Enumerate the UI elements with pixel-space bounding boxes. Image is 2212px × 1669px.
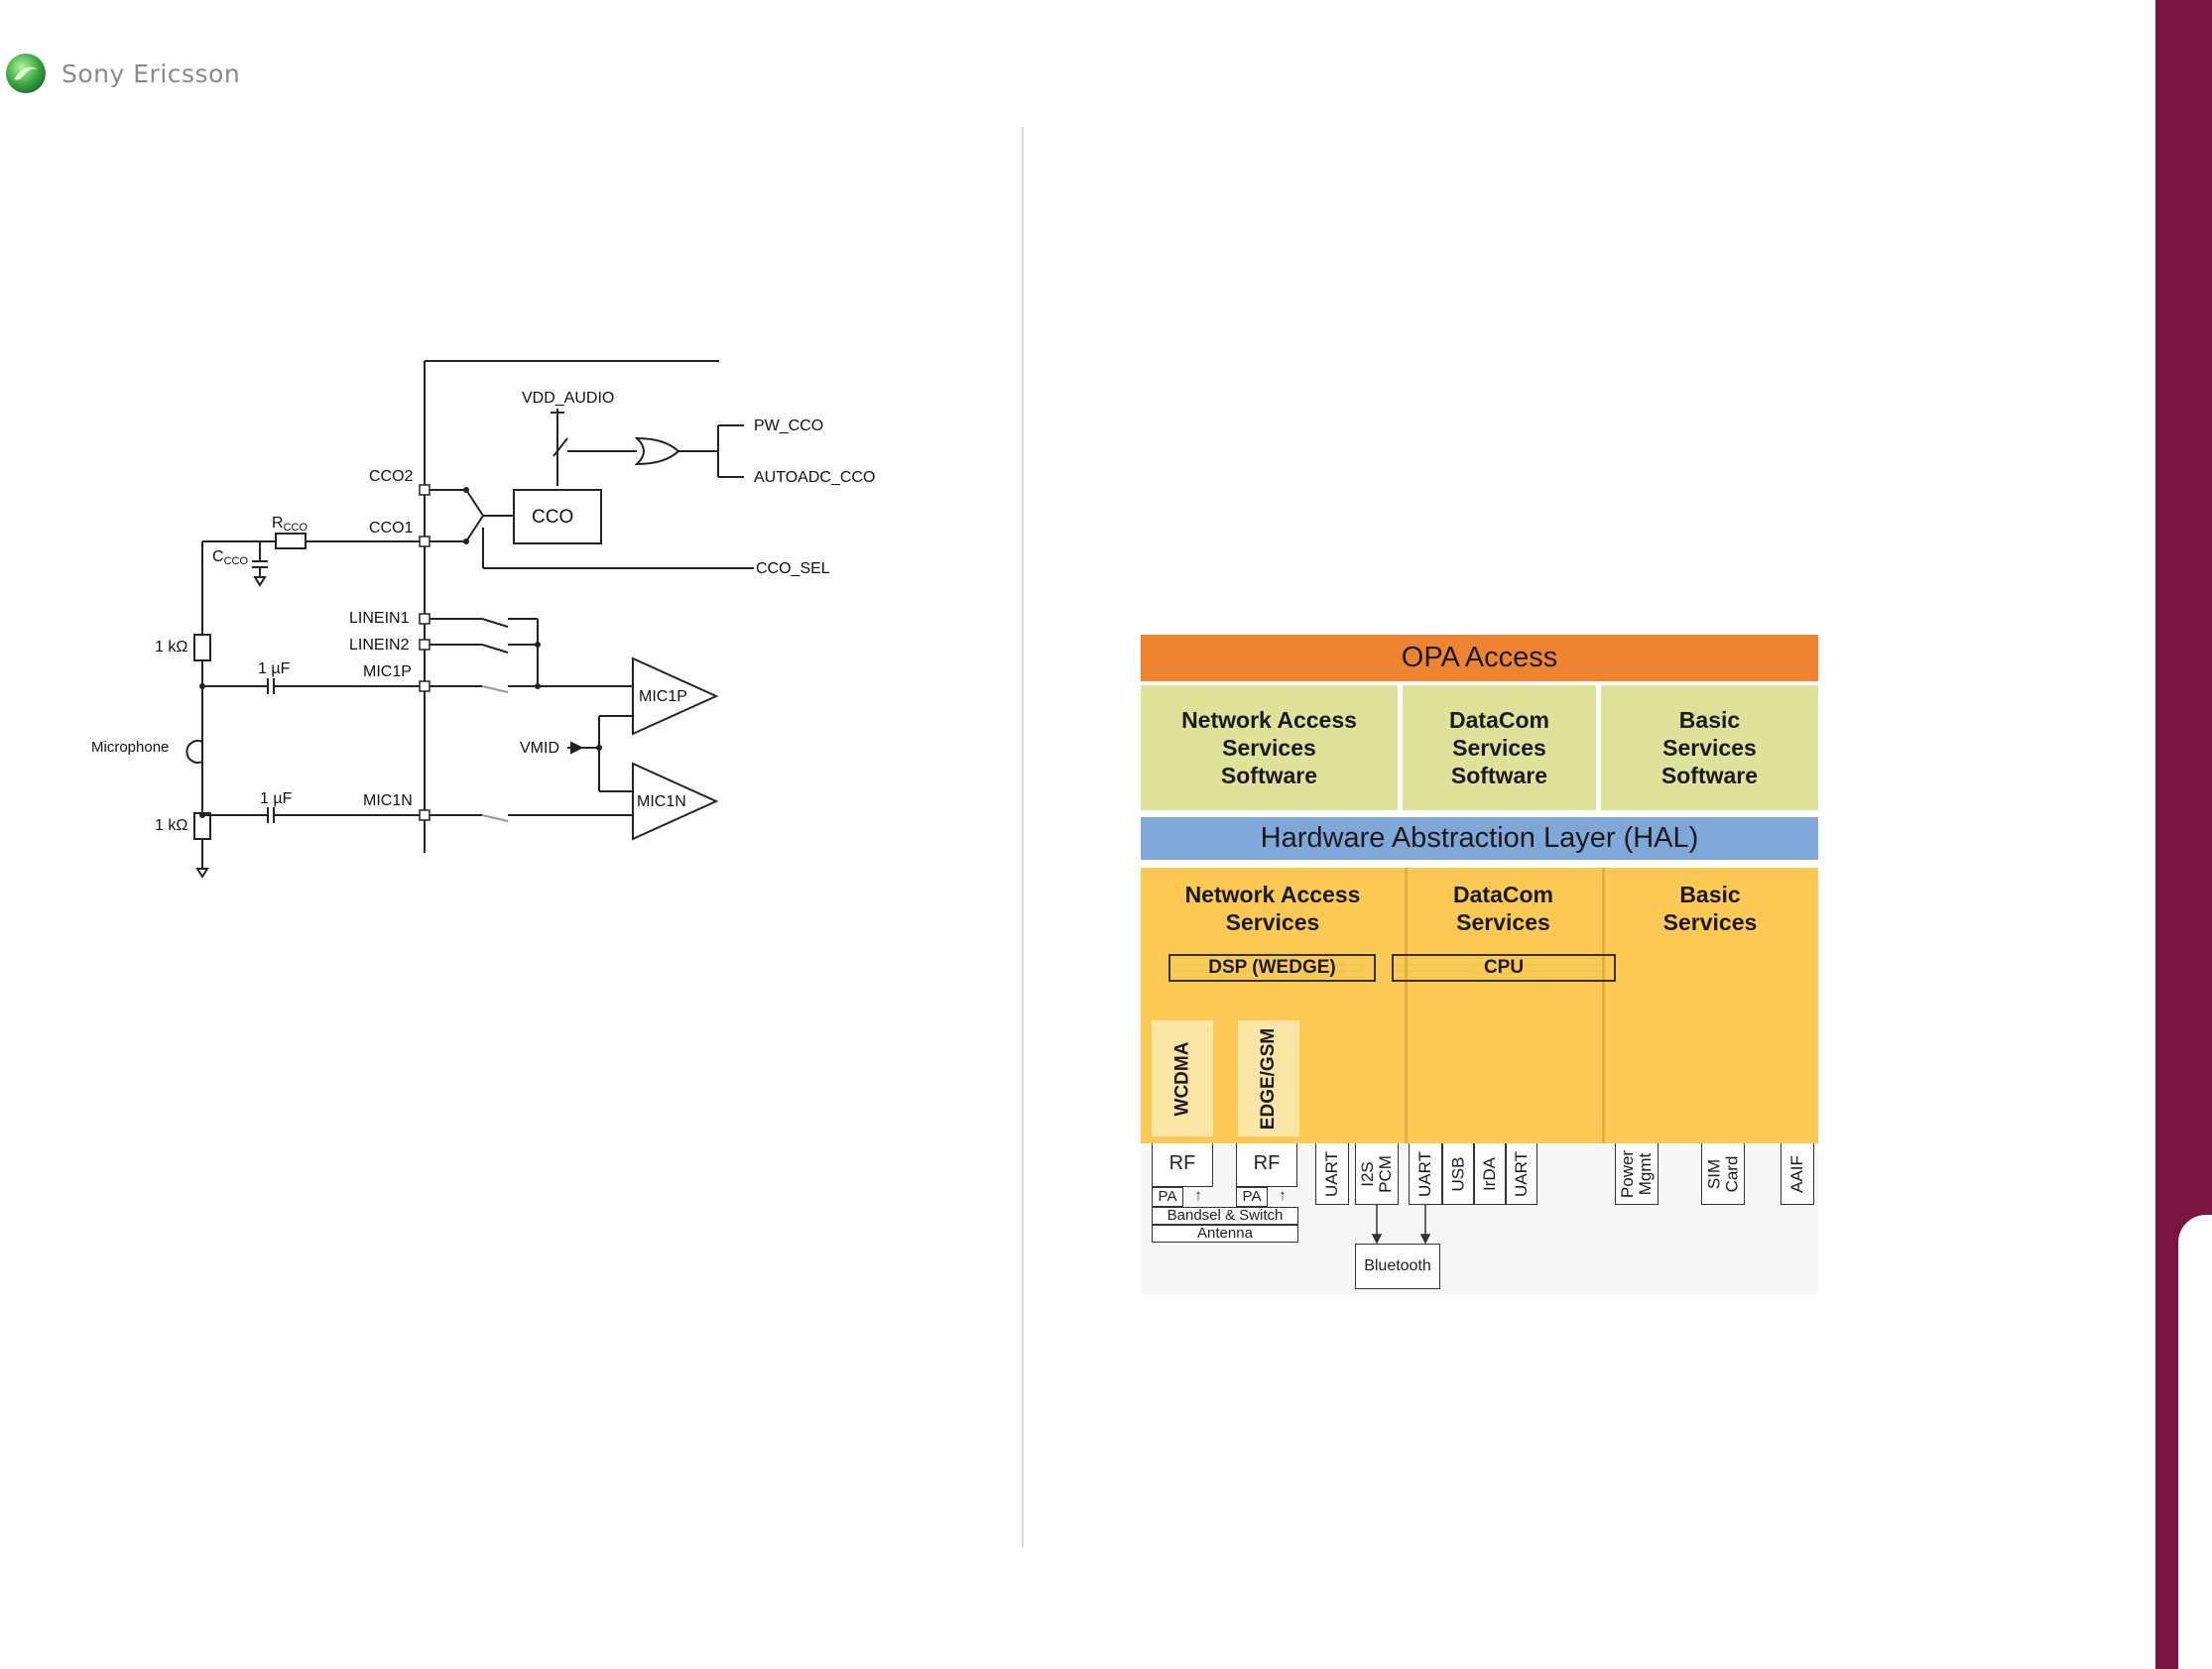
label-r-top: 1 kΩ — [155, 639, 187, 656]
antenna-block: Antenna — [1152, 1225, 1298, 1243]
label-linein1: LINEIN1 — [349, 610, 410, 627]
bluetooth-block: Bluetooth — [1355, 1244, 1440, 1289]
bluetooth-connectors — [1371, 1205, 1431, 1245]
port-uart-1: UART — [1315, 1143, 1349, 1205]
label-ccco: CCCO — [212, 548, 248, 567]
port-usb: USB — [1442, 1143, 1474, 1205]
port-power-mgmt: Power Mgmt — [1615, 1143, 1659, 1205]
label-cco-sel: CCO_SEL — [756, 560, 830, 577]
sony-ericsson-logo: Sony Ericsson — [4, 52, 240, 95]
brand-name: Sony Ericsson — [61, 59, 241, 88]
port-uart-3: UART — [1506, 1143, 1537, 1205]
label-cco2: CCO2 — [369, 468, 414, 485]
hardware-separator-1 — [1405, 868, 1408, 1143]
label-amp-mic1n: MIC1N — [637, 793, 686, 810]
port-aaif: AAIF — [1781, 1143, 1814, 1205]
port-uart-2: UART — [1409, 1143, 1442, 1205]
label-cco1: CCO1 — [369, 520, 414, 536]
hal-layer: Hardware Abstraction Layer (HAL) — [1141, 817, 1818, 860]
label-mic1p: MIC1P — [363, 663, 412, 680]
label-rcco: RCCO — [272, 515, 307, 534]
port-sim-card: SIM Card — [1701, 1143, 1745, 1205]
pa-block-1: PA — [1152, 1187, 1183, 1207]
arrow-up-icon: ↑ — [1279, 1187, 1287, 1204]
label-autoadc-cco: AUTOADC_CCO — [754, 469, 875, 486]
edge-gsm-label: EDGE/GSM — [1258, 1027, 1279, 1130]
opa-access-layer: OPA Access — [1141, 635, 1818, 681]
pa-block-2: PA — [1236, 1187, 1268, 1207]
bandsel-switch-block: Bandsel & Switch — [1152, 1207, 1298, 1225]
label-amp-mic1p: MIC1P — [639, 688, 687, 705]
hardware-separator-2 — [1602, 868, 1605, 1143]
rf-block-2: RF — [1236, 1143, 1297, 1187]
label-vdd-audio: VDD_AUDIO — [522, 390, 614, 407]
software-block-basic: Basic Services Software — [1601, 685, 1818, 810]
label-cco: CCO — [532, 507, 573, 528]
wcdma-label: WCDMA — [1171, 1041, 1192, 1116]
sony-ericsson-logo-icon — [6, 54, 46, 93]
port-i2s-pcm: I2S PCM — [1355, 1143, 1399, 1205]
hardware-block-network-access: Network Access Services — [1184, 882, 1361, 935]
microphone-circuit-diagram: VDD_AUDIO PW_CCO AUTOADC_CCO CCO2 CCO1 C… — [91, 360, 875, 879]
wcdma-radio: WCDMA — [1152, 1020, 1213, 1136]
hardware-block-datacom: DataCom Services — [1453, 882, 1553, 935]
rf-block-1: RF — [1152, 1143, 1213, 1187]
label-mic1n: MIC1N — [363, 792, 413, 809]
port-irda: IrDA — [1474, 1143, 1506, 1205]
label-vmid: VMID — [520, 740, 559, 757]
software-block-datacom: DataCom Services Software — [1403, 685, 1596, 810]
cpu-chip: CPU — [1392, 954, 1616, 982]
label-cap-bottom: 1 µF — [260, 790, 293, 807]
platform-architecture-diagram: OPA Access Network Access Services Softw… — [1141, 635, 1818, 1294]
side-accent-notch — [2178, 1215, 2212, 1669]
label-pw-cco: PW_CCO — [754, 417, 823, 434]
dsp-wedge-chip: DSP (WEDGE) — [1168, 954, 1376, 982]
hardware-block-basic: Basic Services — [1662, 882, 1758, 935]
label-microphone: Microphone — [91, 739, 169, 756]
label-cap-top: 1 µF — [258, 660, 291, 677]
arrow-up-icon: ↑ — [1194, 1187, 1202, 1204]
software-block-network-access: Network Access Services Software — [1141, 685, 1398, 810]
column-divider — [1022, 127, 1024, 1547]
edge-gsm-radio: EDGE/GSM — [1238, 1020, 1299, 1136]
label-r-bottom: 1 kΩ — [155, 817, 187, 834]
label-linein2: LINEIN2 — [349, 637, 410, 654]
